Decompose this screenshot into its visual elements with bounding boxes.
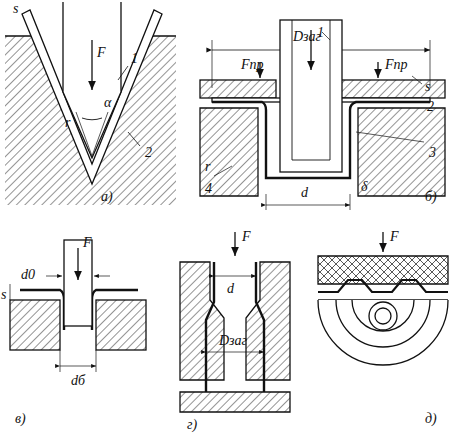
drawing-label: Fпр [384,58,409,72]
v-bending [5,2,176,205]
rubber-forming [318,232,448,365]
drawing-label: F [241,230,252,244]
tube-necking [180,232,290,412]
drawing-label: 1 [316,26,325,40]
drawing-label: F [82,236,93,250]
drawing-label: s [424,80,431,94]
drawing-label: г) [186,418,198,432]
drawing-label: dб [70,374,86,388]
drawing-label: d [300,186,309,200]
drawing-label: а) [100,190,114,204]
drawing-label: в) [14,412,27,426]
drawing-label: 1 [130,52,139,66]
drawing-label: s [0,288,7,302]
drawing-label: б) [424,190,438,204]
hole-flanging [10,240,146,372]
drawing-label: 2 [426,100,435,114]
drawing-label: δ [360,180,369,194]
drawing-label: д) [424,412,438,426]
drawing-label: F [389,230,400,244]
drawing-label: 3 [428,146,437,160]
drawing-label: F [96,46,107,60]
deep-drawing [200,20,445,210]
drawing-label: 2 [144,146,153,160]
drawing-label: r [64,116,71,130]
drawing-label: Dзаг [218,334,248,348]
drawing-label: s [12,2,19,16]
drawing-label: d [226,282,235,296]
drawing-label: Fпр [240,58,265,72]
drawing-label: d0 [20,268,36,282]
drawing-label: r [204,160,211,174]
drawing-label: α [103,96,112,110]
drawing-label: 4 [204,182,213,196]
